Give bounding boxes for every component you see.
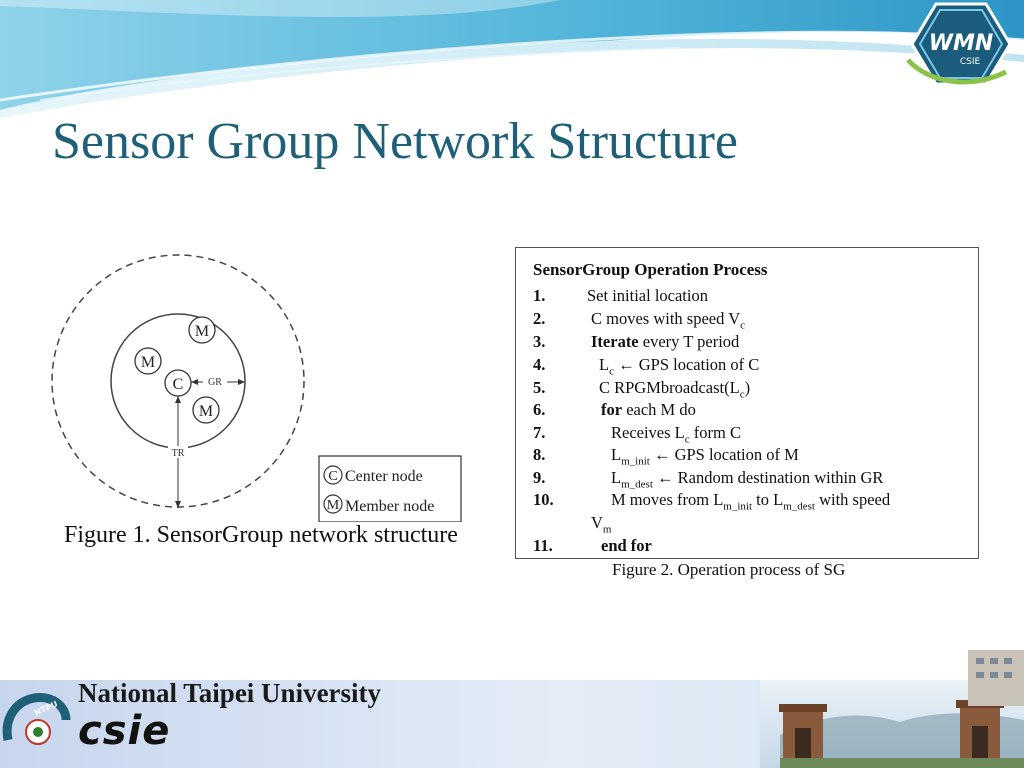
- figure1-caption: Figure 1. SensorGroup network structure: [64, 522, 458, 548]
- process-step: Vm: [516, 513, 976, 535]
- step-text: C moves with speed Vc: [591, 309, 745, 331]
- step-subscript: c: [609, 365, 614, 378]
- step-text-part: C RPGMbroadcast(L: [599, 378, 740, 397]
- step-text: end for: [601, 536, 652, 556]
- step-text: Lm_dest ← Random destination within GR: [611, 468, 883, 490]
- slide-title: Sensor Group Network Structure: [52, 113, 738, 170]
- wmn-logo-subtext: CSIE: [960, 57, 981, 67]
- campus-gate-left: [779, 704, 827, 760]
- member-node: M: [192, 396, 220, 424]
- step-text-part: Set initial location: [587, 286, 708, 305]
- step-number: 10.: [533, 490, 554, 509]
- step-subscript: m_dest: [783, 500, 815, 513]
- step-text-part: for: [601, 400, 623, 419]
- step-text-part: each M do: [622, 400, 696, 419]
- step-text-part: ← GPS location of M: [649, 445, 799, 464]
- step-text-part: L: [599, 355, 610, 374]
- step-subscript: c: [684, 433, 690, 446]
- step-number: 2.: [533, 309, 546, 328]
- tr-label: TR: [172, 448, 185, 459]
- diagram-legend: C Center node M Member node: [318, 455, 462, 522]
- step-text-part: every T period: [638, 332, 740, 351]
- gr-arrow: GR: [191, 376, 245, 388]
- process-step: 8. Lm_init ← GPS location of M: [516, 445, 976, 467]
- step-text: Set initial location: [587, 286, 708, 306]
- step-text-part: M moves from L: [611, 490, 724, 509]
- step-text-part: V: [591, 513, 603, 532]
- step-number: 4.: [533, 355, 546, 374]
- step-subscript: c: [739, 388, 745, 401]
- step-number: 9.: [533, 468, 546, 487]
- process-step: 4. Lc ← GPS location of C: [516, 355, 976, 377]
- process-step: 1. Set initial location: [516, 286, 976, 308]
- gr-label: GR: [208, 377, 222, 388]
- legend-center-label: Center node: [345, 468, 423, 485]
- step-text-part: ): [744, 378, 751, 397]
- university-name: National Taipei University: [78, 678, 382, 708]
- step-number: 3.: [533, 332, 546, 351]
- process-title: SensorGroup Operation Process: [533, 260, 768, 279]
- step-text-part: to L: [752, 490, 784, 509]
- process-step: 6. for each M do: [516, 400, 976, 422]
- wmn-hexagon-logo: WMN CSIE: [906, 2, 1012, 86]
- step-text-part: with speed: [814, 490, 891, 509]
- legend-member-label: Member node: [345, 498, 434, 515]
- svg-text:C: C: [173, 376, 184, 393]
- step-subscript: m_init: [723, 500, 753, 513]
- sensor-group-diagram: M M M C GR TR: [51, 254, 462, 522]
- step-text-part: Receives L: [611, 423, 685, 442]
- department-logo-text: csie: [78, 708, 171, 754]
- step-subscript: m: [602, 523, 612, 536]
- step-text-part: end for: [601, 536, 652, 555]
- step-text-part: L: [611, 468, 622, 487]
- step-text: for each M do: [601, 400, 696, 420]
- step-number: 11.: [533, 536, 553, 555]
- member-node: M: [134, 347, 162, 375]
- svg-text:M: M: [199, 403, 213, 420]
- campus-gate-right: [956, 700, 1004, 760]
- svg-text:M: M: [141, 354, 155, 371]
- process-step: 3. Iterate every T period: [516, 332, 976, 354]
- process-step: 10. M moves from Lm_init to Lm_dest with …: [516, 490, 976, 512]
- step-text: Lm_init ← GPS location of M: [611, 445, 799, 467]
- member-node: M: [188, 316, 216, 344]
- legend-member-symbol: M: [327, 498, 340, 513]
- top-wave-decoration: [0, 0, 1024, 118]
- step-text-part: Iterate: [591, 332, 639, 351]
- step-text-part: form C: [689, 423, 741, 442]
- step-text-part: L: [611, 445, 622, 464]
- process-step: 9. Lm_dest ← Random destination within GR: [516, 468, 976, 490]
- process-step: 11. end for: [516, 536, 976, 558]
- process-step: 2. C moves with speed Vc: [516, 309, 976, 331]
- step-number: 1.: [533, 286, 546, 305]
- step-number: 6.: [533, 400, 546, 419]
- figure2-caption: Figure 2. Operation process of SG: [612, 560, 846, 579]
- step-text: Receives Lc form C: [611, 423, 741, 445]
- step-text: M moves from Lm_init to Lm_dest with spe…: [611, 490, 890, 512]
- campus-building: [968, 650, 1024, 706]
- step-number: 7.: [533, 423, 546, 442]
- process-step: 5. C RPGMbroadcast(Lc): [516, 378, 976, 400]
- step-text-part: C moves with speed V: [591, 309, 741, 328]
- process-step: 7. Receives Lc form C: [516, 423, 976, 445]
- tr-arrow: TR: [168, 396, 188, 508]
- step-text-part: ← GPS location of C: [613, 355, 760, 374]
- step-subscript: m_init: [621, 455, 650, 468]
- operation-process-box: SensorGroup Operation Process 1. Set init…: [515, 247, 979, 559]
- step-number: 5.: [533, 378, 546, 397]
- step-subscript: c: [740, 319, 745, 332]
- wmn-logo-text: WMN: [929, 31, 994, 56]
- step-text: Iterate every T period: [591, 332, 739, 352]
- step-subscript: m_dest: [621, 478, 653, 491]
- step-text: Lc ← GPS location of C: [599, 355, 759, 377]
- step-number: 8.: [533, 445, 546, 464]
- legend-center-symbol: C: [328, 469, 337, 484]
- footer-banner: NTPU: [0, 650, 1024, 768]
- step-text-part: ← Random destination within GR: [652, 468, 884, 487]
- step-text: C RPGMbroadcast(Lc): [599, 378, 750, 400]
- center-node: C: [164, 369, 192, 397]
- svg-text:M: M: [195, 323, 209, 340]
- step-text: Vm: [591, 513, 611, 535]
